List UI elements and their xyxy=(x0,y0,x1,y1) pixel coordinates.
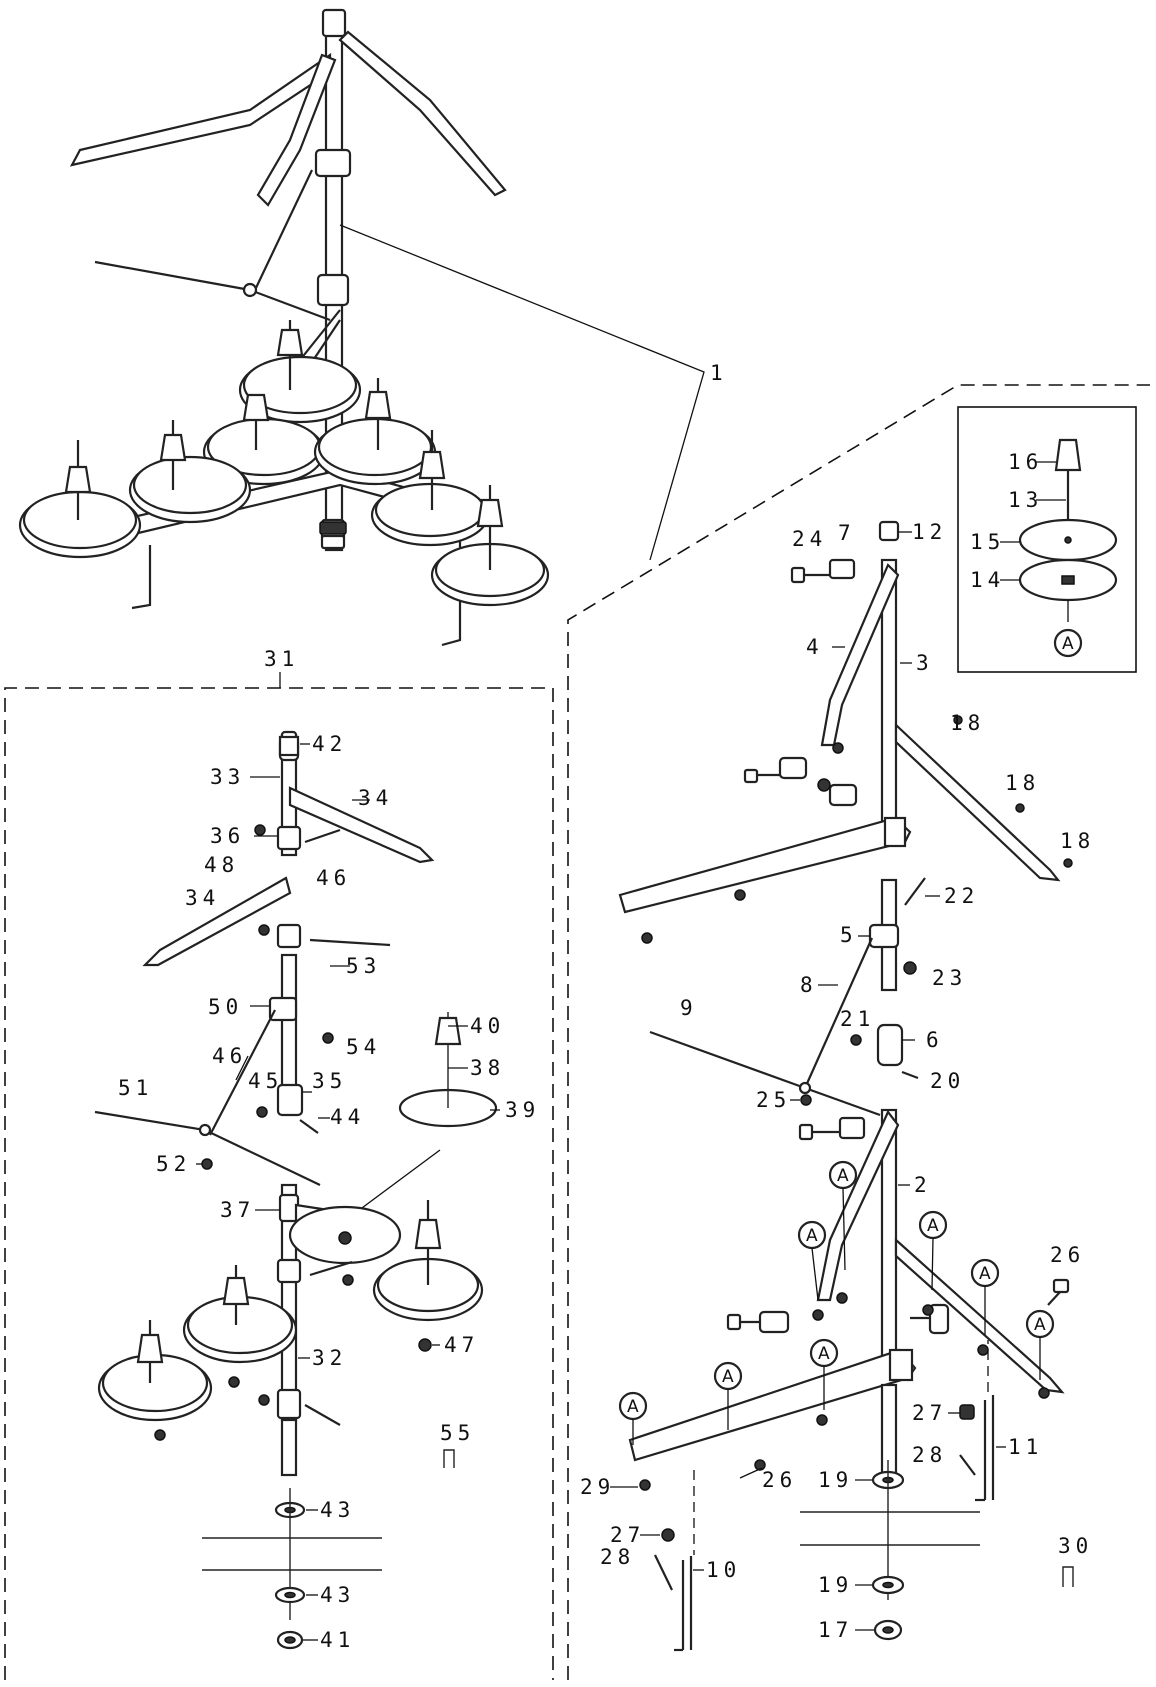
label-16: 16 xyxy=(1008,450,1043,474)
label-9: 9 xyxy=(680,996,698,1020)
label-36: 36 xyxy=(210,824,245,848)
label-5: 5 xyxy=(840,923,858,947)
label-2: 2 xyxy=(914,1173,932,1197)
ref-mark-A-2: A xyxy=(806,1226,818,1246)
ref-mark-A-3: A xyxy=(927,1216,939,1236)
label-23: 23 xyxy=(932,966,967,990)
label-24: 24 xyxy=(792,527,827,551)
ref-mark-A-8: A xyxy=(627,1397,639,1417)
label-28b: 28 xyxy=(600,1545,635,1569)
label-11: 11 xyxy=(1008,1435,1043,1459)
leader-part-1: 1 xyxy=(339,224,728,561)
ref-mark-A-detail: A xyxy=(1062,634,1074,654)
label-12: 12 xyxy=(912,520,947,544)
label-13: 13 xyxy=(1008,488,1043,512)
label-14: 14 xyxy=(970,568,1005,592)
label-51: 51 xyxy=(118,1076,153,1100)
label-19a: 19 xyxy=(818,1468,853,1492)
reference-marks: A A A A A A A A xyxy=(618,1160,1055,1445)
label-54: 54 xyxy=(346,1035,381,1059)
ref-mark-A-6: A xyxy=(818,1344,830,1364)
label-53: 53 xyxy=(346,954,381,978)
label-28a: 28 xyxy=(912,1443,947,1467)
label-50: 50 xyxy=(208,995,243,1019)
label-18b: 18 xyxy=(1005,771,1040,795)
label-4: 4 xyxy=(806,635,824,659)
label-42: 42 xyxy=(312,732,347,756)
label-17: 17 xyxy=(818,1618,853,1642)
label-43b: 43 xyxy=(320,1583,355,1607)
label-31: 31 xyxy=(264,647,299,671)
label-27a: 27 xyxy=(912,1401,947,1425)
label-34a: 34 xyxy=(358,786,393,810)
label-41: 41 xyxy=(320,1628,355,1652)
label-25: 25 xyxy=(756,1088,791,1112)
ref-mark-A-4: A xyxy=(979,1264,991,1284)
label-8: 8 xyxy=(800,973,818,997)
assembled-thread-stand xyxy=(18,8,550,647)
label-1: 1 xyxy=(710,361,728,385)
assembly-right-boundary xyxy=(567,384,1150,1680)
label-33: 33 xyxy=(210,765,245,789)
label-34b: 34 xyxy=(185,886,220,910)
label-44: 44 xyxy=(330,1105,365,1129)
label-39: 39 xyxy=(505,1098,540,1122)
label-37: 37 xyxy=(220,1198,255,1222)
label-26b: 26 xyxy=(762,1468,797,1492)
assembly-31-boundary: 31 xyxy=(4,647,554,1680)
label-38: 38 xyxy=(470,1056,505,1080)
label-18c: 18 xyxy=(1060,829,1095,853)
label-27b: 27 xyxy=(610,1523,645,1547)
label-15: 15 xyxy=(970,530,1005,554)
assembly-31-labels: 42 33 34 36 48 46 34 53 50 54 46 45 35 4… xyxy=(118,732,540,1652)
label-3: 3 xyxy=(916,651,934,675)
assembly-right-labels: 12 24 7 3 4 18 18 18 22 5 23 8 9 21 6 20… xyxy=(580,520,1095,1642)
label-55: 55 xyxy=(440,1421,475,1445)
assembly-right-parts xyxy=(618,520,1074,1652)
label-32: 32 xyxy=(312,1346,347,1370)
label-47: 47 xyxy=(444,1333,479,1357)
label-26a: 26 xyxy=(1050,1243,1085,1267)
label-21: 21 xyxy=(840,1007,875,1031)
spool-pin-detail-box: A 16 13 15 14 xyxy=(957,406,1137,673)
label-6: 6 xyxy=(926,1028,944,1052)
label-30: 30 xyxy=(1058,1534,1093,1558)
label-46b: 46 xyxy=(212,1044,247,1068)
label-45: 45 xyxy=(248,1069,283,1093)
label-20: 20 xyxy=(930,1069,965,1093)
label-40: 40 xyxy=(470,1014,505,1038)
label-35: 35 xyxy=(312,1069,347,1093)
label-7: 7 xyxy=(838,521,856,545)
ref-mark-A-5: A xyxy=(1034,1315,1046,1335)
label-29: 29 xyxy=(580,1475,615,1499)
label-10: 10 xyxy=(706,1558,741,1582)
ref-mark-A-1: A xyxy=(837,1166,849,1186)
label-48: 48 xyxy=(204,853,239,877)
ref-mark-A-7: A xyxy=(722,1367,734,1387)
label-22: 22 xyxy=(944,884,979,908)
label-52: 52 xyxy=(156,1152,191,1176)
assembly-31-parts xyxy=(94,730,498,1650)
label-43a: 43 xyxy=(320,1498,355,1522)
label-18a: 18 xyxy=(950,711,985,735)
label-46a: 46 xyxy=(316,866,351,890)
label-19b: 19 xyxy=(818,1573,853,1597)
